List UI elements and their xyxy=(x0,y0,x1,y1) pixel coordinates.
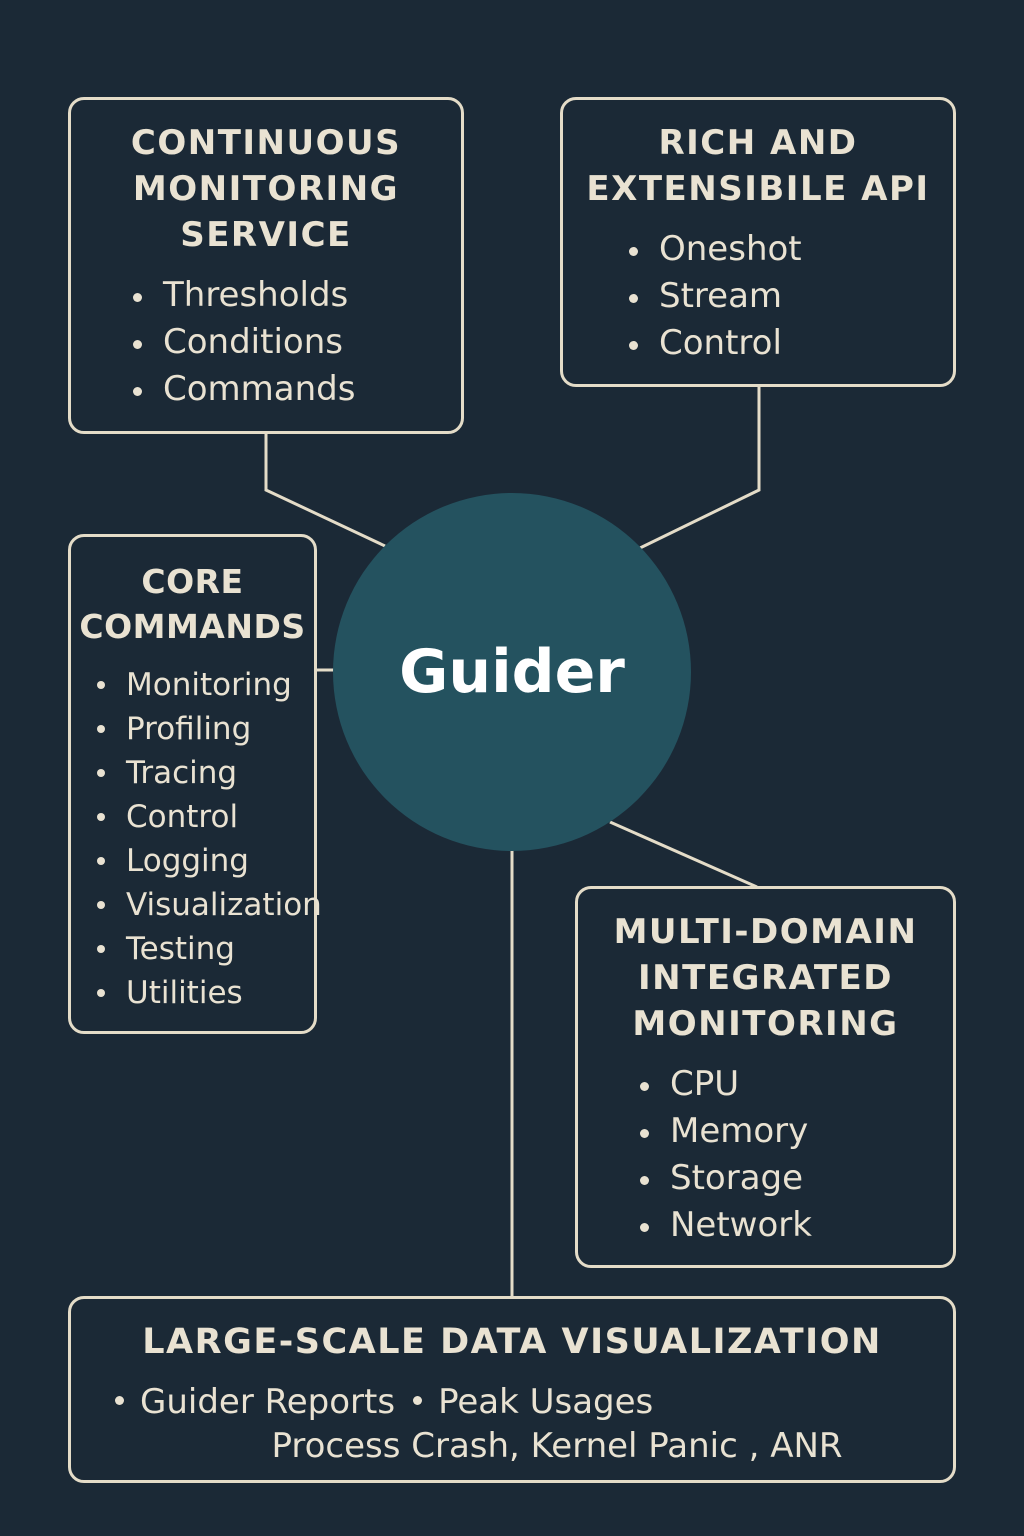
multi-domain-list: CPU Memory Storage Network xyxy=(636,1061,953,1249)
list-item: Testing xyxy=(93,927,314,971)
list-item: Guider Reports xyxy=(140,1382,396,1422)
title-line: MULTI-DOMAIN xyxy=(613,912,918,952)
multi-domain-box: MULTI-DOMAIN INTEGRATED MONITORING CPU M… xyxy=(575,886,956,1268)
title-line: INTEGRATED xyxy=(638,958,893,998)
list-item: Oneshot xyxy=(625,226,953,273)
connector-hub-to-multidomain xyxy=(609,820,758,889)
core-commands-list: Monitoring Profiling Tracing Control Log… xyxy=(93,663,322,1015)
list-item: Visualization xyxy=(93,883,322,927)
list-item: Utilities xyxy=(93,971,314,1015)
hub-label: Guider xyxy=(399,637,625,707)
title-line: MONITORING xyxy=(132,169,400,209)
list-item: Logging xyxy=(93,839,314,883)
large-scale-title: LARGE-SCALE DATA VISUALIZATION xyxy=(142,1322,882,1362)
core-commands-title: CORE COMMANDS xyxy=(71,559,314,649)
guider-hub-circle: Guider xyxy=(333,493,691,851)
multi-domain-title: MULTI-DOMAIN INTEGRATED MONITORING xyxy=(578,909,953,1047)
list-item: Memory xyxy=(636,1108,953,1155)
list-item: Stream xyxy=(625,273,953,320)
list-item: Network xyxy=(636,1202,953,1249)
list-item: Control xyxy=(625,320,953,367)
bullet-dot xyxy=(115,1396,124,1405)
list-item: Tracing xyxy=(93,751,314,795)
list-item: Storage xyxy=(636,1155,953,1202)
continuous-monitoring-box: CONTINUOUS MONITORING SERVICE Thresholds… xyxy=(68,97,464,434)
large-scale-subline: Process Crash, Kernel Panic , ANR xyxy=(271,1426,843,1466)
continuous-monitoring-title: CONTINUOUS MONITORING SERVICE xyxy=(71,120,461,258)
list-item: Peak Usages xyxy=(438,1382,654,1422)
core-commands-box: CORE COMMANDS Monitoring Profiling Traci… xyxy=(68,534,322,1034)
title-line: MONITORING xyxy=(632,1004,899,1044)
list-item: Profiling xyxy=(93,707,314,751)
list-item: CPU xyxy=(636,1061,953,1108)
connector-api-to-hub xyxy=(639,385,761,550)
api-list: Oneshot Stream Control xyxy=(625,226,953,367)
title-line: COMMANDS xyxy=(79,607,306,646)
connector-cms-to-hub xyxy=(264,432,386,548)
title-line: EXTENSIBILE API xyxy=(586,169,930,209)
list-item: Thresholds xyxy=(129,272,461,319)
title-line: RICH AND xyxy=(658,123,858,163)
continuous-monitoring-list: Thresholds Conditions Commands xyxy=(129,272,461,413)
list-item: Monitoring xyxy=(93,663,314,707)
large-scale-items: Guider Reports Peak Usages xyxy=(111,1379,653,1425)
title-line: CORE xyxy=(141,562,244,601)
list-item: Commands xyxy=(129,366,461,413)
title-line: CONTINUOUS xyxy=(130,123,402,163)
bullet-dot xyxy=(413,1396,423,1405)
large-scale-box: LARGE-SCALE DATA VISUALIZATION Guider Re… xyxy=(68,1296,956,1483)
list-item: Conditions xyxy=(129,319,461,366)
api-box: RICH AND EXTENSIBILE API Oneshot Stream … xyxy=(560,97,956,387)
title-line: SERVICE xyxy=(180,215,352,255)
list-item: Control xyxy=(93,795,314,839)
api-title: RICH AND EXTENSIBILE API xyxy=(563,120,953,212)
